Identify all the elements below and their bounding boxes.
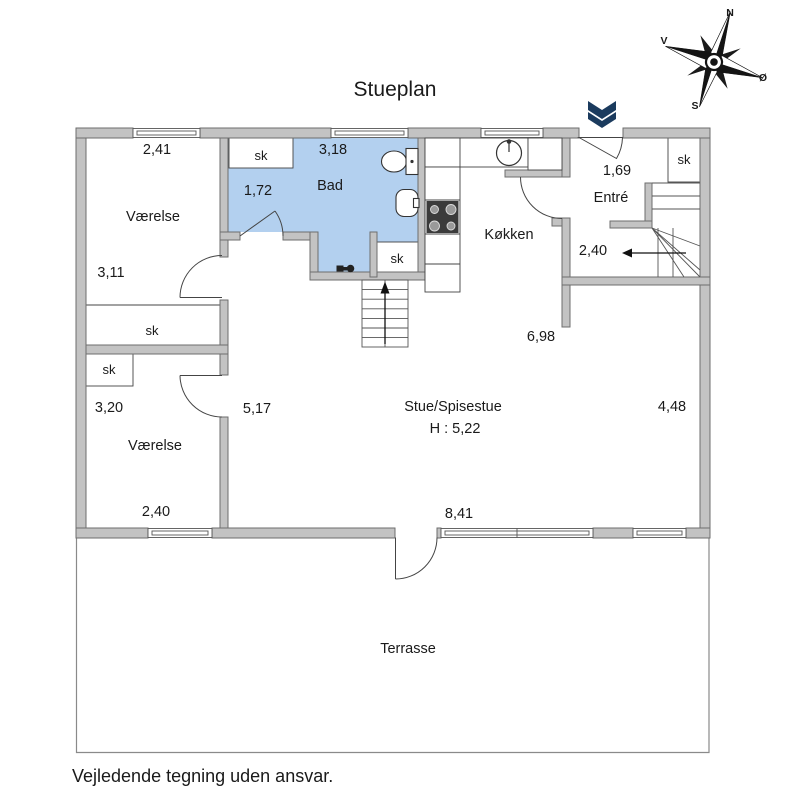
closet-label-bad-lower: sk bbox=[391, 251, 405, 266]
dim-entre-depth: 2,40 bbox=[579, 243, 607, 259]
closet-label-vaerelse-bottom: sk bbox=[103, 362, 117, 377]
stairs-basement bbox=[361, 279, 409, 348]
kitchen-counter-corner bbox=[527, 137, 563, 171]
door-swings bbox=[179, 137, 624, 580]
window-bottom-stue-right bbox=[632, 528, 687, 538]
dim-vaerelse-bottom-depth: 3,20 bbox=[95, 400, 123, 416]
terrace-outline bbox=[75, 538, 710, 754]
dim-stue-bottom-width: 8,41 bbox=[445, 506, 473, 522]
window-top-vaerelse bbox=[132, 128, 201, 138]
door-koekken-entre bbox=[520, 176, 563, 219]
dim-bad-depth: 1,72 bbox=[244, 183, 272, 199]
door-vaerelse-top bbox=[179, 255, 223, 298]
closet-label-entre: sk bbox=[678, 152, 692, 167]
window-bottom-stue-long bbox=[440, 528, 594, 538]
dim-stue-side-depth: 6,98 bbox=[527, 329, 555, 345]
window-bottom-vaerelse bbox=[147, 528, 213, 538]
window-top-koekken bbox=[480, 128, 544, 138]
footer-note: Vejledende tegning uden ansvar. bbox=[72, 766, 333, 786]
room-label-vaerelse-top: Værelse bbox=[126, 209, 180, 225]
room-label-entre: Entré bbox=[594, 190, 629, 206]
closet-label-band: sk bbox=[146, 323, 160, 338]
compass-label-north: N bbox=[726, 7, 734, 19]
toilet-icon bbox=[380, 147, 419, 176]
door-vaerelse-bottom bbox=[179, 375, 223, 418]
bath-sink-icon bbox=[395, 188, 420, 218]
compass-label-east: Ø bbox=[759, 72, 767, 84]
room-label-bad: Bad bbox=[317, 178, 343, 194]
dim-stue-right-depth: 4,48 bbox=[658, 399, 686, 415]
door-bad bbox=[239, 210, 284, 237]
closet-label-bad-top: sk bbox=[255, 148, 269, 163]
room-label-koekken: Køkken bbox=[484, 227, 533, 243]
dim-stue-ceiling-height: H : 5,22 bbox=[430, 421, 481, 437]
stairs-upper bbox=[622, 182, 701, 278]
door-terrace bbox=[395, 537, 438, 580]
compass-label-south: S bbox=[691, 100, 698, 112]
dim-bad-width: 3,18 bbox=[319, 142, 347, 158]
windows bbox=[132, 128, 687, 538]
walls bbox=[75, 127, 711, 539]
kitchen-fixtures bbox=[424, 137, 563, 293]
dim-vaerelse-bottom-width: 2,40 bbox=[142, 504, 170, 520]
dim-vaerelse-top-depth: 3,11 bbox=[97, 265, 124, 281]
stove-icon bbox=[426, 201, 459, 233]
closet-bad-lower bbox=[376, 241, 419, 274]
compass-label-west: V bbox=[660, 35, 667, 47]
room-label-vaerelse-bottom: Værelse bbox=[128, 438, 182, 454]
closet-entre bbox=[667, 137, 701, 183]
page-title: Stueplan bbox=[354, 78, 437, 101]
closet-vaerelse-bottom bbox=[85, 352, 134, 387]
room-label-stue: Stue/Spisestue bbox=[404, 399, 502, 415]
dim-entre-width: 1,69 bbox=[603, 163, 631, 179]
floor-drain-icon bbox=[336, 264, 355, 273]
compass-rose: N V Ø S bbox=[660, 7, 767, 112]
door-entry-swing bbox=[577, 137, 624, 160]
dim-stue-hall-width: 5,17 bbox=[243, 401, 271, 417]
window-top-bad bbox=[330, 128, 409, 138]
room-label-terrasse: Terrasse bbox=[380, 641, 436, 657]
kitchen-sink-icon bbox=[495, 139, 523, 167]
entrance-arrow-icon bbox=[588, 101, 616, 128]
bathroom-fixtures bbox=[336, 147, 420, 273]
dim-vaerelse-top-width: 2,41 bbox=[143, 142, 171, 158]
